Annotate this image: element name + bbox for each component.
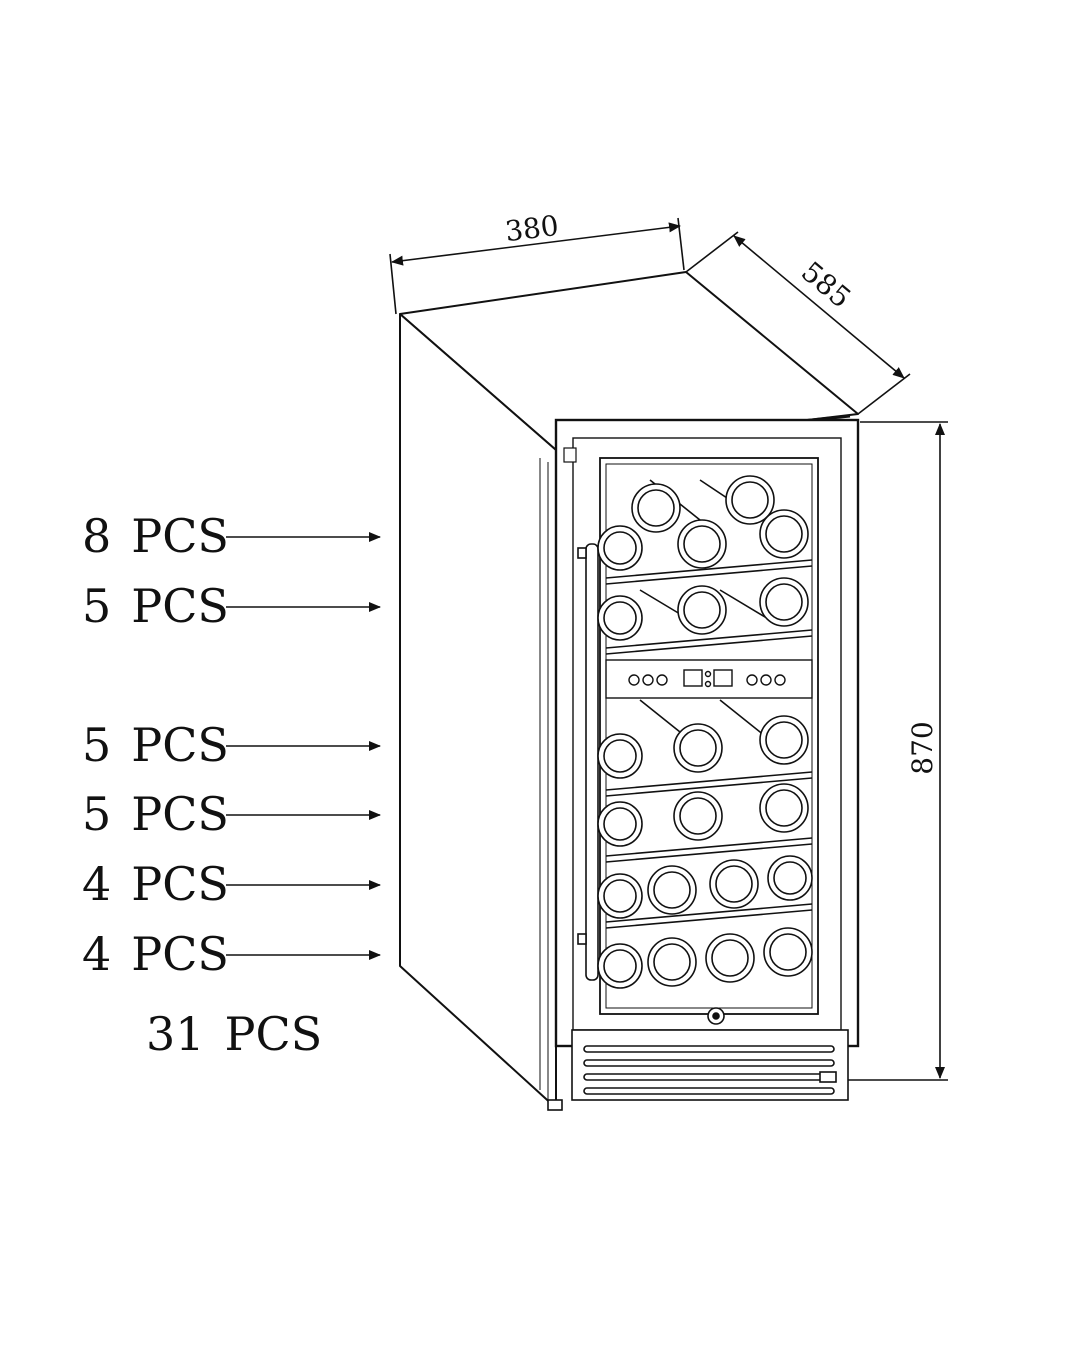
- shelf-label-2: 5 PCS: [82, 579, 381, 633]
- count: 4: [82, 857, 111, 911]
- count: 5: [82, 718, 111, 772]
- lock-icon: [707, 1007, 725, 1025]
- height-dimension-label: 870: [906, 721, 939, 774]
- total-capacity-label: 31 PCS: [146, 1007, 322, 1061]
- dimension-lines: [389, 217, 948, 1081]
- depth-dimension-label: 585: [795, 255, 857, 315]
- unit: PCS: [131, 509, 229, 563]
- count: 5: [82, 787, 111, 841]
- total-unit: PCS: [225, 1007, 323, 1061]
- door-handle: [577, 543, 599, 981]
- shelf-label-5: 4 PCS: [82, 857, 381, 911]
- unit: PCS: [131, 579, 229, 633]
- total-count: 31: [146, 1007, 205, 1061]
- unit: PCS: [131, 927, 229, 981]
- count: 4: [82, 927, 111, 981]
- cabinet-body: [399, 271, 859, 1109]
- unit: PCS: [131, 857, 229, 911]
- width-dimension-label: 380: [503, 209, 560, 248]
- unit: PCS: [131, 718, 229, 772]
- wine-bottles: [597, 475, 813, 989]
- shelf-label-1: 8 PCS: [82, 509, 381, 563]
- count: 5: [82, 579, 111, 633]
- feet: [547, 1071, 837, 1111]
- count: 8: [82, 509, 111, 563]
- shelf-label-3: 5 PCS: [82, 718, 381, 772]
- unit: PCS: [131, 787, 229, 841]
- wine-racks: [605, 479, 813, 929]
- shelf-label-4: 5 PCS: [82, 787, 381, 841]
- control-panel: [605, 659, 813, 699]
- shelf-label-6: 4 PCS: [82, 927, 381, 981]
- ventilation-grille: [571, 1029, 849, 1101]
